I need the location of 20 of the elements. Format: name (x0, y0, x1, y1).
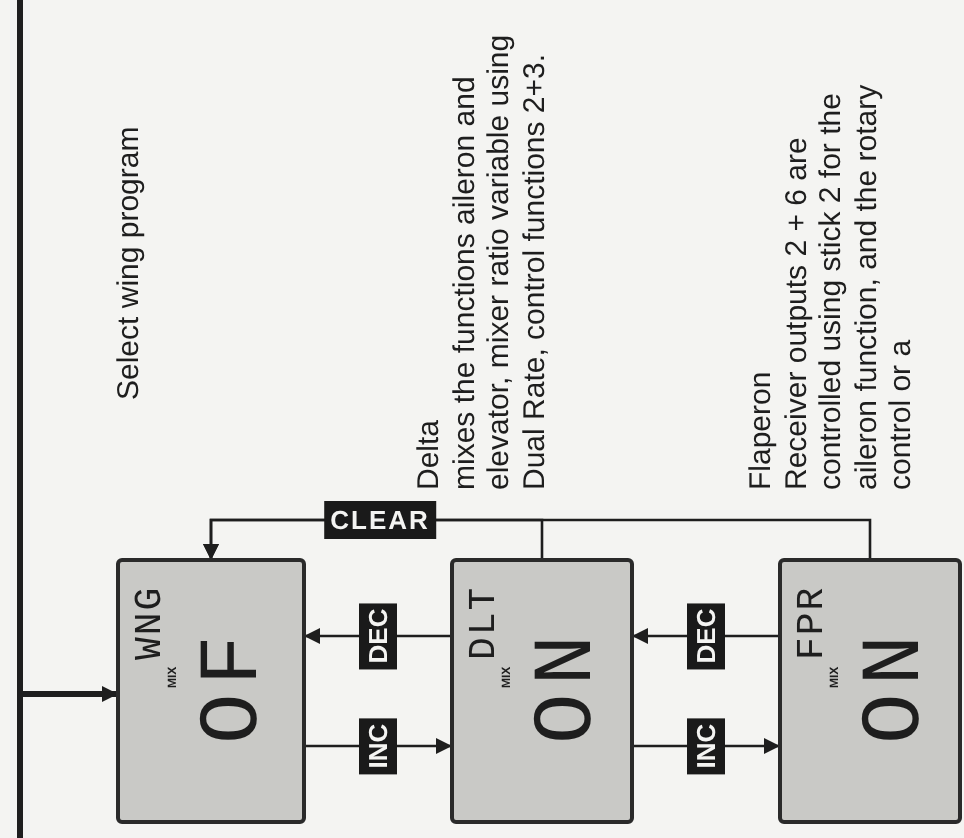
mode-description: Receiver outputs 2 + 6 are controlled using stick 2 for the aileron function, and the rotary control or a (779, 82, 919, 490)
mode-description-heading: Flaperon (744, 369, 779, 490)
display-mode: WNG (132, 585, 170, 660)
key-label: INC (687, 717, 725, 775)
key-label: INC (359, 717, 397, 775)
key-label: DEC (359, 602, 397, 670)
lcd-display-box (116, 558, 306, 824)
display-value: ON (526, 627, 610, 744)
lcd-display-box (450, 558, 634, 824)
key-label: DEC (687, 602, 725, 670)
lcd-display-box (778, 558, 962, 824)
display-mode: FPR (794, 585, 832, 660)
display-mode: DLT (466, 585, 504, 660)
display-value: ON (854, 627, 938, 744)
mode-description: mixes the functions aileron and elevator, mixer ratio variable using Dual Rate, control functions 2+3. (447, 32, 552, 490)
arrow (20, 686, 118, 702)
instruction-text: Select wing program (112, 126, 147, 400)
key-label: CLEAR (324, 501, 436, 539)
mode-description-heading: Delta (412, 417, 447, 490)
display-value: OF (192, 627, 276, 744)
